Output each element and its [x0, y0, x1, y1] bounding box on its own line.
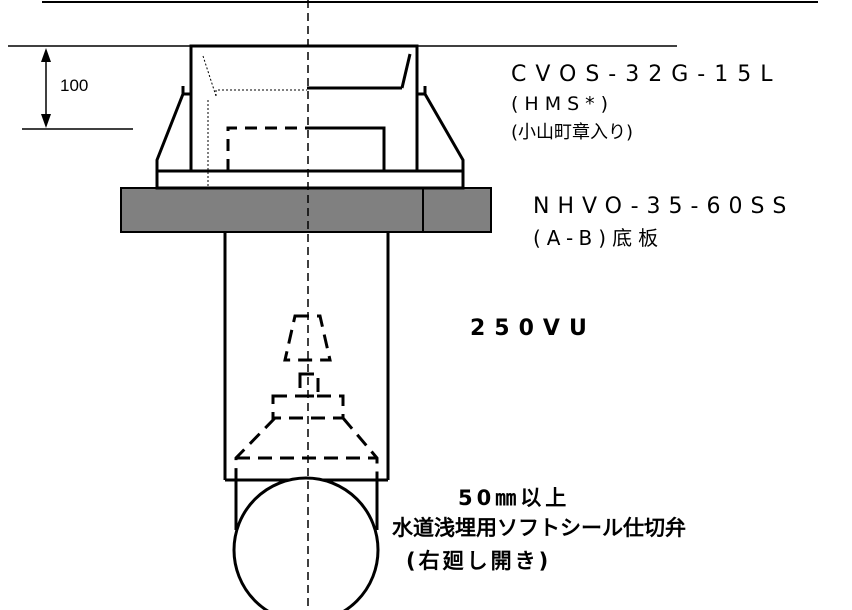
valve-clearance-label: 50㎜以上: [458, 486, 571, 510]
base-plate: [120, 187, 492, 233]
base-plate-note-label: (A-B)底板: [533, 226, 665, 250]
valve-name-label: 水道浅埋用ソフトシール仕切弁: [392, 516, 686, 540]
cover-interior-dotted: [202, 55, 307, 188]
water-main-pipe: [232, 476, 380, 610]
cover-note-label: (小山町章入り): [511, 122, 634, 143]
pipe-label: 250VU: [470, 316, 596, 341]
gate-valve: [234, 314, 379, 480]
cover-inner-sleeve: [226, 126, 386, 171]
cover-series-label: (HMS*): [511, 93, 615, 115]
cover-model-label: CVOS-32G-15L: [511, 62, 782, 87]
valve-note-label: (右廻し開き): [406, 549, 552, 573]
valve-cover: [155, 44, 465, 190]
base-plate-model-label: NHVO-35-60SS: [533, 194, 795, 219]
dimension-arrow: [41, 48, 51, 128]
dimension-label: 100: [60, 76, 89, 95]
